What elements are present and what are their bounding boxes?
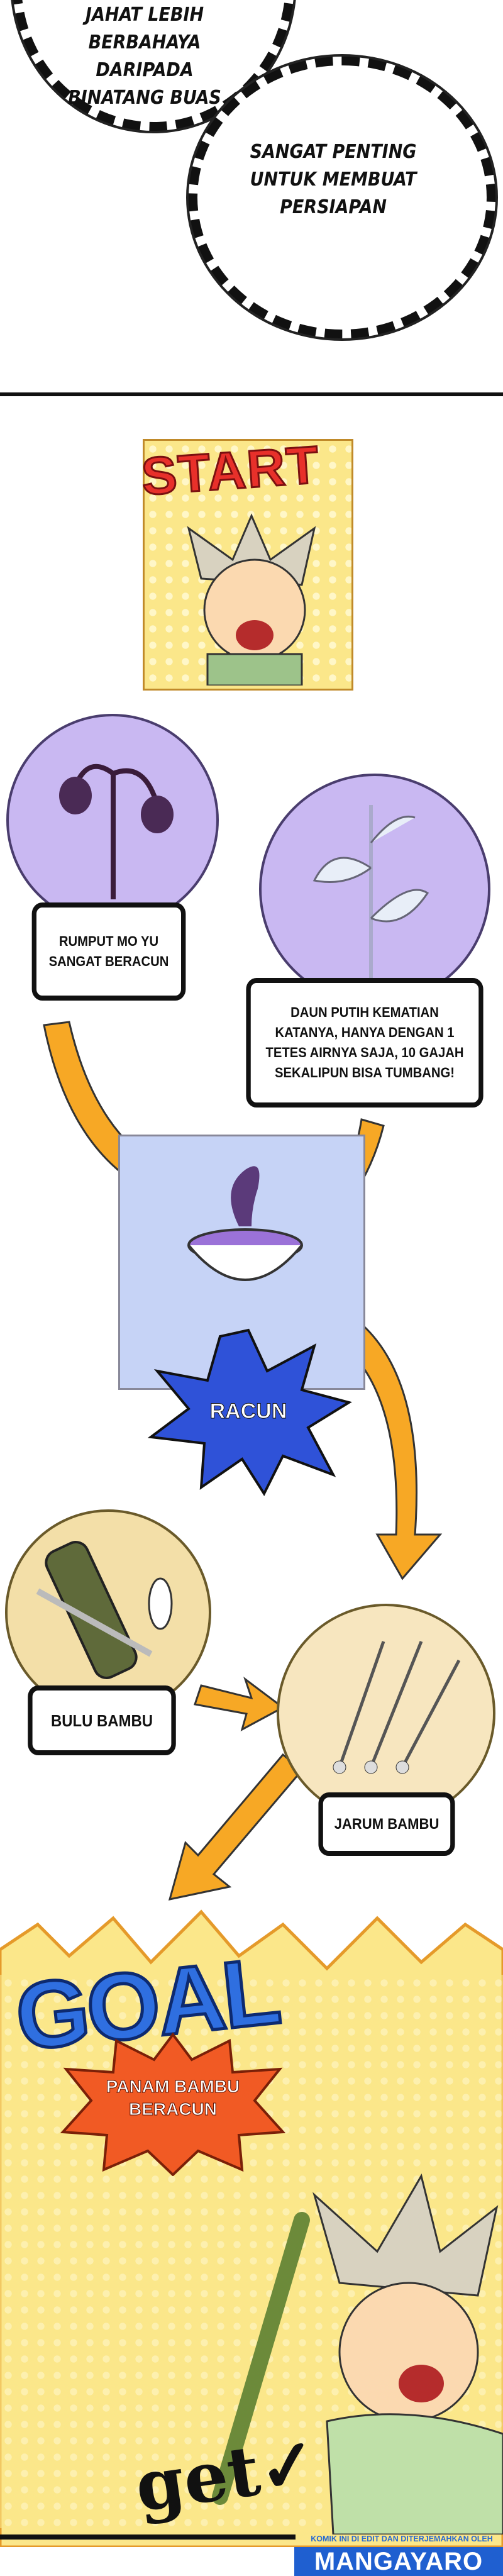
result-label: PANAM BAMBU BERACUN [106,2077,240,2119]
watermark-credit: KOMIK INI DI EDIT DAN DITERJEMAHKAN OLEH [311,2534,493,2543]
watermark-brand: MANGAYARO [294,2547,503,2576]
start-panel [143,439,353,691]
arrow-needles-to-goal [168,1753,304,1901]
bamboo-needles-icon [333,1641,461,1774]
leaf-caption-box: DAUN PUTIH KEMATIAN KATANYA, HANYA DENGA… [246,978,484,1108]
leaf-circle [259,774,490,1005]
poison-bowl-icon [187,1166,303,1281]
needle-circle [277,1604,495,1823]
grass-caption-box: RUMPUT MO YU SANGAT BERACUN [31,902,186,1001]
bubble-left-text: JAHAT LEBIH BERBAHAYA DARIPADA BINATANG … [68,4,221,109]
poison-starburst [147,1328,352,1497]
white-leaf-icon [312,805,429,981]
feather-caption-box: BULU BAMBU [28,1685,176,1755]
goal-panel-border [0,2534,296,2540]
start-title: START [139,434,323,508]
result-starburst [60,2032,286,2176]
boy-character-start [187,513,316,686]
needle-caption-box: JARUM BAMBU [318,1792,455,1856]
boy-with-bamboo [212,2174,503,2534]
bubble-right-text: SANGAT PENTING UNTUK MEMBUAT PERSIAPAN [250,141,417,218]
arrow-bowl-to-needles [326,1306,443,1580]
arrow-feather-to-needles [194,1676,285,1731]
panel-divider [0,392,503,396]
poison-flower-icon [59,763,174,899]
bamboo-knife-icon [36,1541,173,1679]
poison-label: RACUN [209,1399,287,1424]
